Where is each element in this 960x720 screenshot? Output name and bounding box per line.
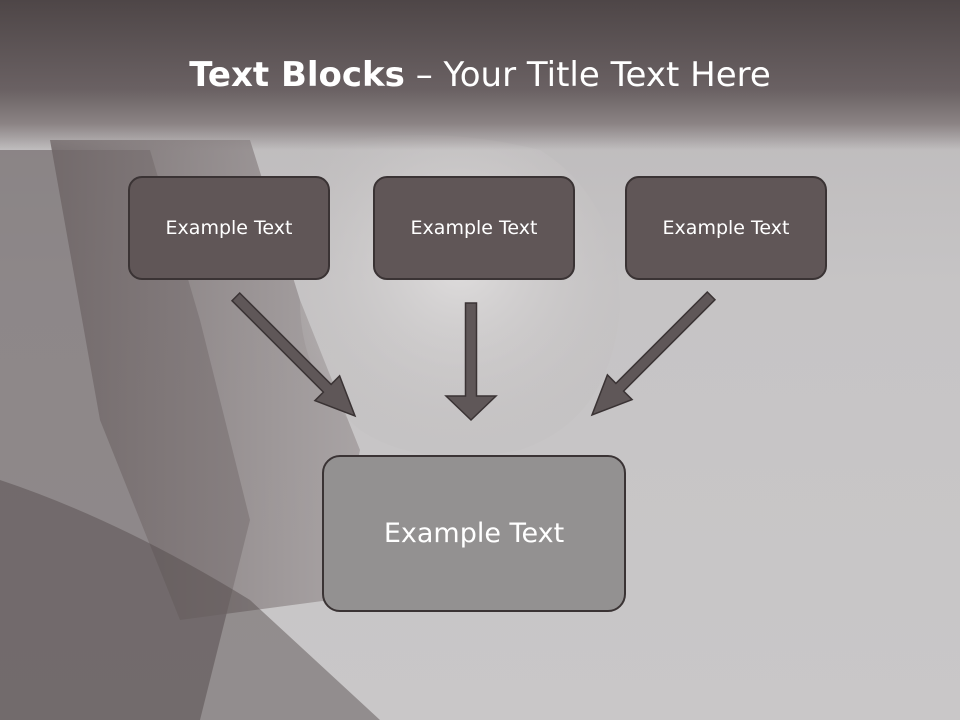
arrow-right (590, 290, 717, 417)
text-block-1-label: Example Text (165, 217, 293, 239)
boxer-torso-shadow (0, 480, 380, 720)
text-block-3[interactable]: Example Text (625, 176, 827, 280)
text-block-2[interactable]: Example Text (373, 176, 575, 280)
title-bar (0, 0, 960, 150)
text-block-3-label: Example Text (662, 217, 790, 239)
result-block-label: Example Text (383, 518, 565, 549)
arrow-center (444, 302, 498, 422)
slide-title: Text Blocks – Your Title Text Here (0, 52, 960, 98)
text-block-1[interactable]: Example Text (128, 176, 330, 280)
title-bold: Text Blocks (189, 55, 405, 95)
result-block[interactable]: Example Text (322, 455, 626, 612)
text-block-2-label: Example Text (410, 217, 538, 239)
arrow-left (230, 291, 357, 418)
title-rest: – Your Title Text Here (404, 55, 771, 95)
